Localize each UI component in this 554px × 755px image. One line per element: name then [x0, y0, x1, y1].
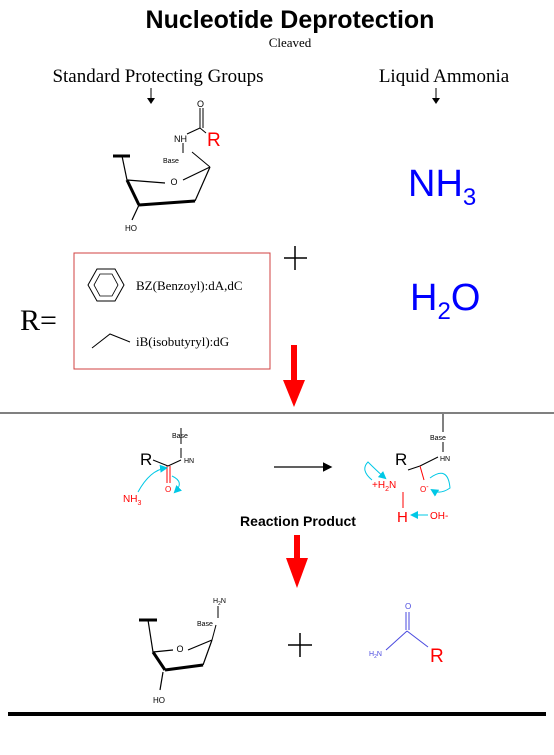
plus-icon: [288, 633, 312, 657]
product-ring-oxygen: O: [176, 644, 183, 654]
mechanism-reactant: Base HN R O NH3: [123, 428, 194, 507]
product-h2n-label: H2N: [213, 598, 226, 607]
right-section-label: Liquid Ammonia: [379, 66, 510, 87]
protected-nucleoside-structure: O HO Base NH O R: [113, 99, 221, 233]
mech-carbonyl-o: O: [165, 485, 171, 494]
product-base-label: Base: [197, 621, 213, 628]
subtitle: Cleaved: [269, 35, 312, 50]
r-equals-label: R=: [20, 304, 57, 337]
ring-oxygen-label: O: [170, 177, 177, 187]
base-label: Base: [163, 158, 179, 165]
down-arrow-icon: [432, 88, 440, 104]
r-group-label: R: [207, 130, 221, 151]
mech-r-label: R: [140, 450, 152, 469]
inter-hn-label: HN: [440, 456, 450, 463]
isobutyryl-chain-icon: [91, 333, 131, 349]
amide-byproduct-structure: O H2N R: [369, 602, 444, 667]
plus-icon: [284, 246, 307, 270]
water-h: H: [410, 277, 437, 319]
red-down-arrow-icon: [283, 345, 305, 407]
inter-r-label: R: [395, 450, 407, 469]
ammonia-subscript: 3: [463, 184, 476, 211]
tetrahedral-intermediate: Base HN R O- +H2N H OH-: [364, 414, 451, 526]
benzoyl-label: BZ(Benzoyl):dA,dC: [136, 278, 243, 293]
reaction-product-label: Reaction Product: [240, 513, 356, 529]
inter-h-label: H: [397, 509, 408, 526]
water-subscript: 2: [437, 298, 450, 325]
bottom-rule: [8, 712, 546, 716]
product-hydroxyl: HO: [153, 696, 165, 705]
amide-h2n-label: H2N: [369, 651, 382, 660]
left-section-label: Standard Protecting Groups: [52, 66, 263, 87]
red-down-arrow-icon: [286, 535, 308, 588]
inter-o-minus: O-: [420, 484, 429, 494]
hydroxyl-label: HO: [125, 224, 137, 233]
amide-r-label: R: [430, 646, 444, 667]
inter-h2n-label: +H2N: [372, 480, 396, 493]
hydroxide-label: OH-: [430, 511, 448, 522]
carbonyl-oxygen-label: O: [197, 99, 204, 109]
deprotected-nucleoside-structure: O HO Base H2N: [139, 598, 226, 705]
amide-oxygen: O: [405, 602, 411, 611]
water-o: O: [451, 277, 481, 319]
benzene-ring-icon: [87, 268, 125, 302]
isobutyryl-label: iB(isobutyryl):dG: [136, 334, 229, 349]
amide-nh-label: NH: [174, 134, 187, 144]
water-formula: H2O: [410, 277, 480, 325]
mech-base-label: Base: [172, 433, 188, 440]
mech-hn-label: HN: [184, 458, 194, 465]
r-group-box: [73, 252, 271, 370]
inter-base-label: Base: [430, 435, 446, 442]
down-arrow-icon: [147, 88, 155, 104]
mech-nh3-label: NH3: [123, 494, 141, 507]
ammonia-symbol: NH: [408, 163, 463, 205]
page-title: Nucleotide Deprotection: [146, 6, 435, 34]
ammonia-formula: NH3: [408, 163, 476, 211]
